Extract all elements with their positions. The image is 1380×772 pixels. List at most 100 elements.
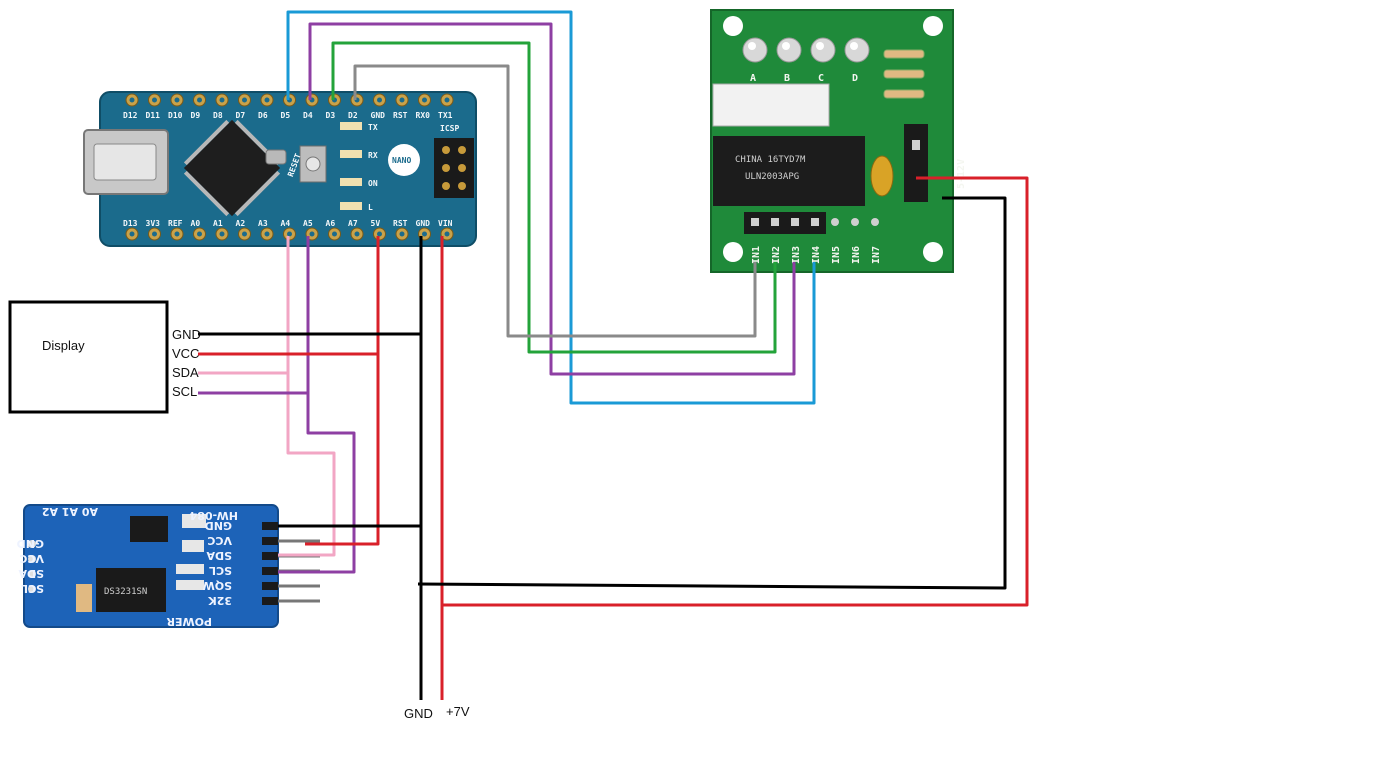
wire-black-driver-gnd [417,196,1007,590]
rtc-left-pin [28,585,36,593]
wire-red-5v [305,236,380,546]
microcontroller-chip [183,119,281,217]
rtc-right-pin [262,582,278,590]
nano-top-pin-label: D10 [168,111,183,120]
rtc-module: DS3231SN HW-084 A0 A1 A2 POWER GNDVCCSDA… [17,504,320,628]
nano-bottom-pin-label: D13 [123,219,138,228]
led-label-on: ON [368,179,378,188]
supply-gnd-label: GND [404,706,433,721]
nano-bottom-pin-label: A7 [348,219,358,228]
nano-top-pin-label: D5 [281,111,291,120]
nano-bottom-pin-label: A4 [281,219,291,228]
wire-blue-d5-in4 [286,10,816,405]
rtc-right-pin [262,537,278,545]
nano-top-pin-label: D3 [326,111,336,120]
rtc-right-pin [262,552,278,560]
motor-connector [712,83,830,127]
driver-input-pin [751,218,759,226]
rtc-right-pin-label: GND [205,519,232,532]
chip-text-line1: CHINA 16TYD7M [735,155,806,165]
driver-input-pin [771,218,779,226]
rtc-chip [96,568,166,612]
display-pin-vcc: VCC [172,346,199,361]
nano-top-pin-label: GND [371,111,386,120]
nano-top-pin-label: D8 [213,111,223,120]
rtc-power: POWER [166,615,212,628]
driver-input-label: IN7 [871,246,882,264]
icsp-header [434,138,474,198]
rtc-right-pin [262,522,278,530]
driver-input-label: IN3 [791,246,802,264]
nano-bottom-pin-label: 5V [371,219,381,228]
display-label: Display [42,338,85,353]
wire-pink-sda [278,236,336,557]
rtc-right-pin-label: VCC [207,534,232,547]
nano-top-pin-label: RST [393,111,408,120]
driver-led-label: A [750,73,756,84]
nano-bottom-pin-label: A5 [303,219,313,228]
nano-logo [388,144,420,176]
nano-bottom-pin-label: A1 [213,219,223,228]
driver-led [742,37,768,63]
supply-vplus-label: +7V [446,704,470,719]
driver-input-pad [831,218,839,226]
driver-led [776,37,802,63]
nano-top-pin-label: TX1 [438,111,453,120]
nano-bottom-pin-label: A0 [191,219,201,228]
wire-gray-d2-in1 [353,64,757,338]
driver-input-pad [871,218,879,226]
nano-bottom-pin-label: A2 [236,219,246,228]
rtc-chip-text: DS3231SN [104,587,147,597]
nano-top-pin-label: D4 [303,111,313,120]
nano-bottom-pin-label: 3V3 [146,219,161,228]
led-label-l: L [368,203,373,212]
nano-bottom-pin-label: GND [416,219,431,228]
nano-bottom-pin-label: A3 [258,219,268,228]
rtc-right-pin-label: SQW [203,579,232,592]
driver-led [810,37,836,63]
nano-top-pin-label: D2 [348,111,358,120]
rtc-left-pin-label: SDA [18,567,44,580]
input-header [744,212,826,234]
nano-top-pin-label: D11 [146,111,161,120]
wire-green-d3-in2 [331,41,777,354]
driver-input-label: IN2 [771,246,782,264]
rtc-left-pin-label: SCL [21,582,44,595]
chip-text-line2: ULN2003APG [745,172,799,182]
power-jumper[interactable] [904,124,928,202]
rtc-right-pin-label: SCL [209,564,232,577]
nano-label: NANO [392,156,411,165]
nano-top-pin-label: D6 [258,111,268,120]
nano-top-pin-label: RX0 [416,111,431,120]
nano-bottom-pin-label: VIN [438,219,453,228]
wires [198,10,1029,700]
display-pin-scl: SCL [172,384,197,399]
rtc-left-pin [28,555,36,563]
rtc-right-pin [262,567,278,575]
rtc-address: A0 A1 A2 [42,505,98,518]
driver-input-label: IN5 [831,246,842,264]
eeprom-chip [130,516,168,542]
rtc-right-pin-label: 32K [208,594,232,607]
wire-red-driver-vcc [442,176,1029,607]
driver-led [844,37,870,63]
voltage-label: 5-12V [956,159,967,189]
nano-bottom-pin-label: RST [393,219,408,228]
led-label-rx: RX [368,151,378,160]
driver-input-label: IN1 [751,246,762,264]
display-pin-sda: SDA [172,365,199,380]
rtc-left-pin [28,570,36,578]
rtc-right-pin-label: SDA [206,549,232,562]
nano-top-pin-label: D7 [236,111,246,120]
driver-led-label: D [852,73,858,84]
nano-top-pin-label: D9 [191,111,201,120]
driver-input-label: IN6 [851,246,862,264]
nano-top-pin-label: D12 [123,111,138,120]
icsp-label: ICSP [440,124,459,133]
nano-bottom-pin-label: A6 [326,219,336,228]
wire-purple-d4-in3 [308,22,796,376]
rtc-right-pin [262,597,278,605]
